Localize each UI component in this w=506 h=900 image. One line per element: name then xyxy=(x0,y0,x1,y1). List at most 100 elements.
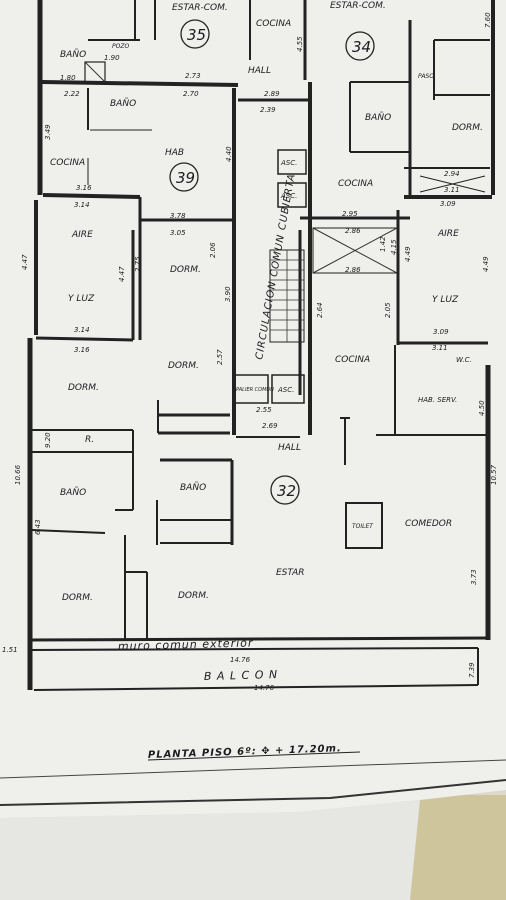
dim-4-55: 4.55 xyxy=(296,36,304,52)
dim-2-57: 2.57 xyxy=(216,349,224,365)
dim-14-76b: 14.76 xyxy=(254,684,275,692)
dim-1-90: 1.90 xyxy=(104,54,120,62)
dim-2-69: 2.69 xyxy=(262,422,278,430)
room-dorm-l2: DORM. xyxy=(62,593,93,603)
stair-core xyxy=(84,61,398,404)
dim-3-16: 3.16 xyxy=(76,184,92,192)
dim-4-50: 4.50 xyxy=(478,400,486,416)
room-aire-l: AIRE xyxy=(71,230,93,240)
dim-3-05: 3.05 xyxy=(170,229,186,237)
dim-3-11: 3.11 xyxy=(444,186,460,194)
room-aire-r: AIRE xyxy=(437,229,459,239)
room-r-l: R. xyxy=(85,435,94,445)
room-palier: PALIER COMUN xyxy=(236,387,274,393)
room-cocina-c: COCINA xyxy=(335,355,370,365)
room-yluz-l: Y LUZ xyxy=(68,294,95,304)
dim-3-73: 3.73 xyxy=(470,569,478,585)
room-bano-c: BAÑO xyxy=(180,482,206,493)
dim-2-70: 2.70 xyxy=(183,90,199,98)
dim-4-47b: 4.47 xyxy=(118,266,126,282)
room-comedor: COMEDOR xyxy=(405,519,452,529)
room-hab-serv: HAB. SERV. xyxy=(418,396,457,404)
label-muro-comun: muro comun exterior xyxy=(118,636,254,653)
room-asc3: ASC. xyxy=(277,386,294,394)
room-bano-r: BAÑO xyxy=(365,112,391,123)
room-dorm-c2: DORM. xyxy=(168,361,199,371)
sheet-margin-line xyxy=(0,759,506,779)
unit-32-circle xyxy=(270,475,300,505)
room-dorm-c1: DORM. xyxy=(170,265,201,275)
room-cocina-35: COCINA xyxy=(256,19,291,29)
room-cocina-r: COCINA xyxy=(338,179,373,189)
dim-3-11b: 3.11 xyxy=(432,344,448,352)
dim-9-20: 9.20 xyxy=(44,432,52,448)
room-asc1: ASC. xyxy=(280,159,297,167)
dim-3-09b: 3.09 xyxy=(433,328,449,336)
dim-2-89: 2.89 xyxy=(264,90,280,98)
label-balcon: B A L C O N xyxy=(204,668,279,683)
room-asc2: ASC. xyxy=(280,192,297,200)
dim-14-76a: 14.76 xyxy=(230,656,251,664)
unit-34-label: 34 xyxy=(352,38,371,56)
unit-39-circle xyxy=(169,162,199,192)
dim-4-49b: 4.49 xyxy=(482,256,490,272)
room-hall-top: HALL xyxy=(248,66,271,76)
room-estar-com-35: ESTAR-COM. xyxy=(172,3,228,13)
walls xyxy=(27,0,495,691)
room-hall-c: HALL xyxy=(278,443,301,453)
dim-3-16b: 3.16 xyxy=(74,346,90,354)
dim-4-40: 4.40 xyxy=(225,146,233,162)
dim-3-78: 3.78 xyxy=(170,212,186,220)
dim-4-47a: 4.47 xyxy=(21,254,29,270)
room-toilet: TOILET xyxy=(352,523,374,530)
unit-32-label: 32 xyxy=(277,482,296,500)
room-cocina-l: COCINA xyxy=(50,158,85,168)
room-estar: ESTAR xyxy=(276,568,304,578)
sheet-border-line xyxy=(0,779,506,806)
dim-1-80: 1.80 xyxy=(60,74,76,82)
room-wc: W.C. xyxy=(456,356,472,364)
room-pozo: POZO xyxy=(112,43,129,50)
dim-2-64: 2.64 xyxy=(316,302,324,318)
paper-sheet xyxy=(0,0,506,818)
room-yluz-r: Y LUZ xyxy=(432,295,459,305)
dim-10-66: 10.66 xyxy=(14,464,22,485)
room-bano-tl: BAÑO xyxy=(60,49,86,60)
dim-2-05: 2.05 xyxy=(384,302,392,318)
unit-39-label: 39 xyxy=(176,169,195,187)
dim-4-15: 4.15 xyxy=(390,239,398,255)
room-dorm-l1: DORM. xyxy=(68,383,99,393)
title-underline xyxy=(147,751,361,761)
dim-4-49a: 4.49 xyxy=(404,246,412,262)
room-dorm-c3: DORM. xyxy=(178,591,209,601)
room-estar-com-34: ESTAR-COM. xyxy=(330,1,386,11)
room-dorm-r: DORM. xyxy=(452,123,483,133)
unit-34-circle xyxy=(345,31,375,61)
dim-7-60: 7.60 xyxy=(484,12,492,28)
dim-3-09a: 3.09 xyxy=(440,200,456,208)
dim-2-86b: 2.86 xyxy=(345,266,361,274)
dim-3-49: 3.49 xyxy=(44,124,52,140)
dim-7-39: 7.39 xyxy=(468,662,476,678)
dim-2-22: 2.22 xyxy=(64,90,80,98)
dim-2-86a: 2.86 xyxy=(345,227,361,235)
paper-lower xyxy=(0,800,420,900)
dim-2-73: 2.73 xyxy=(185,72,201,80)
dim-2-94: 2.94 xyxy=(444,170,460,178)
room-bano-l: BAÑO xyxy=(60,487,86,498)
dim-2-55: 2.55 xyxy=(256,406,272,414)
dim-6-43: 6.43 xyxy=(34,519,42,535)
dim-2-95: 2.95 xyxy=(342,210,358,218)
unit-markers: 35 34 39 32 xyxy=(169,19,375,505)
dim-2-06: 2.06 xyxy=(209,242,217,258)
dimension-labels: 1.90 1.80 2.22 2.73 2.70 2.89 2.39 3.16 … xyxy=(2,12,498,692)
room-paso-r: PASO xyxy=(418,73,434,80)
dim-1-51: 1.51 xyxy=(2,646,18,654)
unit-35-circle xyxy=(180,19,210,49)
dim-2-75: 2.75 xyxy=(134,256,142,272)
room-bano-tl2: BAÑO xyxy=(110,98,136,109)
dim-2-39: 2.39 xyxy=(260,106,276,114)
dim-3-14: 3.14 xyxy=(74,201,90,209)
dim-3-14b: 3.14 xyxy=(74,326,90,334)
